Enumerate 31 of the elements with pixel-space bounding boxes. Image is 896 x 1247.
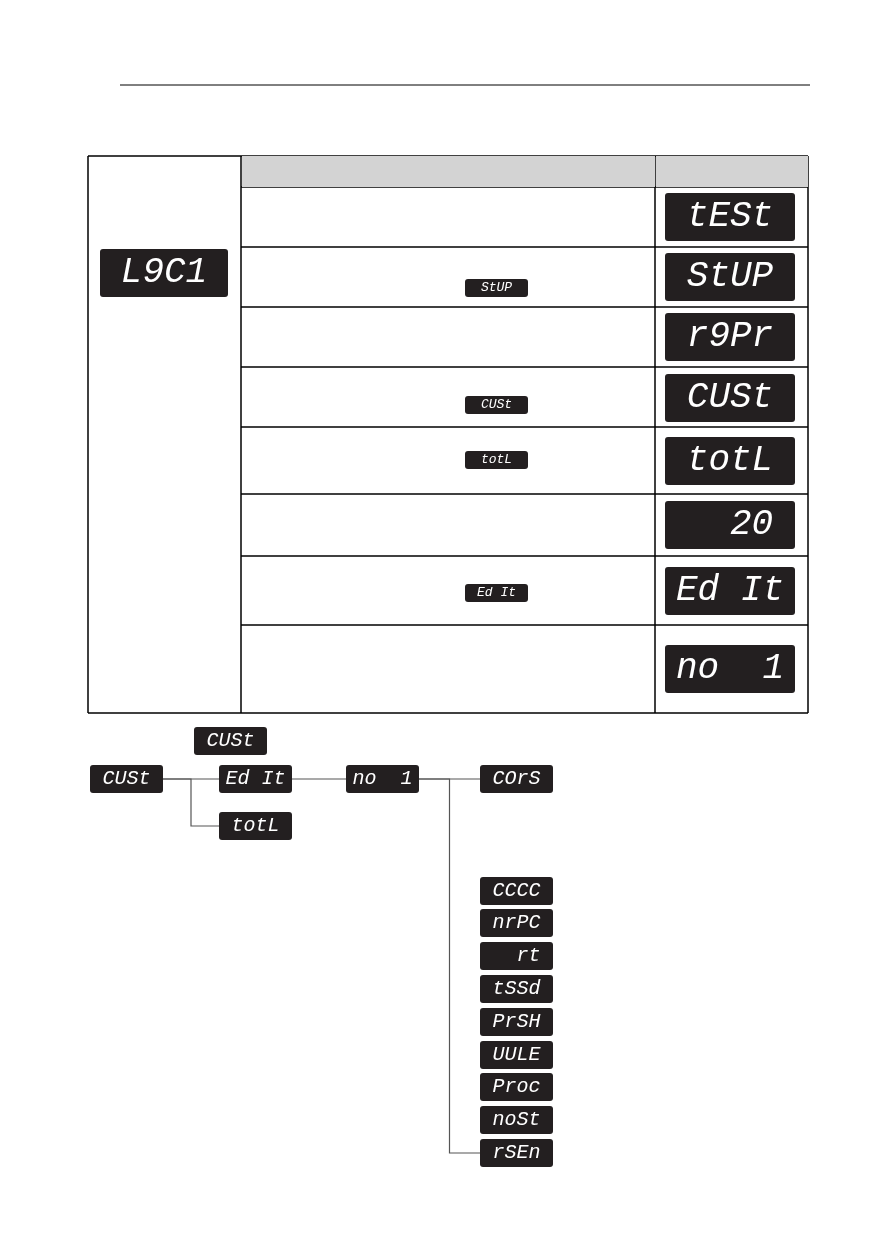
display-box: totL bbox=[219, 812, 292, 840]
display-readout: no 1 bbox=[665, 645, 795, 693]
connector-line bbox=[291, 778, 347, 780]
connector-line bbox=[162, 778, 220, 827]
display-box: nrPC bbox=[480, 909, 553, 937]
display-box: rSEn bbox=[480, 1139, 553, 1167]
display-readout: StUP bbox=[465, 279, 528, 297]
display-box: Ed It bbox=[219, 765, 292, 793]
display-box: UULE bbox=[480, 1041, 553, 1069]
display-readout: StUP bbox=[665, 253, 795, 301]
display-readout: L9C1 bbox=[100, 249, 228, 297]
display-readout: Ed It bbox=[665, 567, 795, 615]
connector-line bbox=[418, 778, 481, 1154]
display-readout: tESt bbox=[665, 193, 795, 241]
display-readout: Ed It bbox=[465, 584, 528, 602]
display-box: rt bbox=[480, 942, 553, 970]
display-box: PrSH bbox=[480, 1008, 553, 1036]
display-box: COrS bbox=[480, 765, 553, 793]
display-readout: CUSt bbox=[665, 374, 795, 422]
display-readout: 20 bbox=[665, 501, 795, 549]
display-box: noSt bbox=[480, 1106, 553, 1134]
display-readout: totL bbox=[465, 451, 528, 469]
display-box: Proc bbox=[480, 1073, 553, 1101]
display-box: CCCC bbox=[480, 877, 553, 905]
display-box: no 1 bbox=[346, 765, 419, 793]
display-readout: r9Pr bbox=[665, 313, 795, 361]
display-readout: CUSt bbox=[465, 396, 528, 414]
display-readout: totL bbox=[665, 437, 795, 485]
display-box: tSSd bbox=[480, 975, 553, 1003]
display-box: CUSt bbox=[194, 727, 267, 755]
display-box: CUSt bbox=[90, 765, 163, 793]
